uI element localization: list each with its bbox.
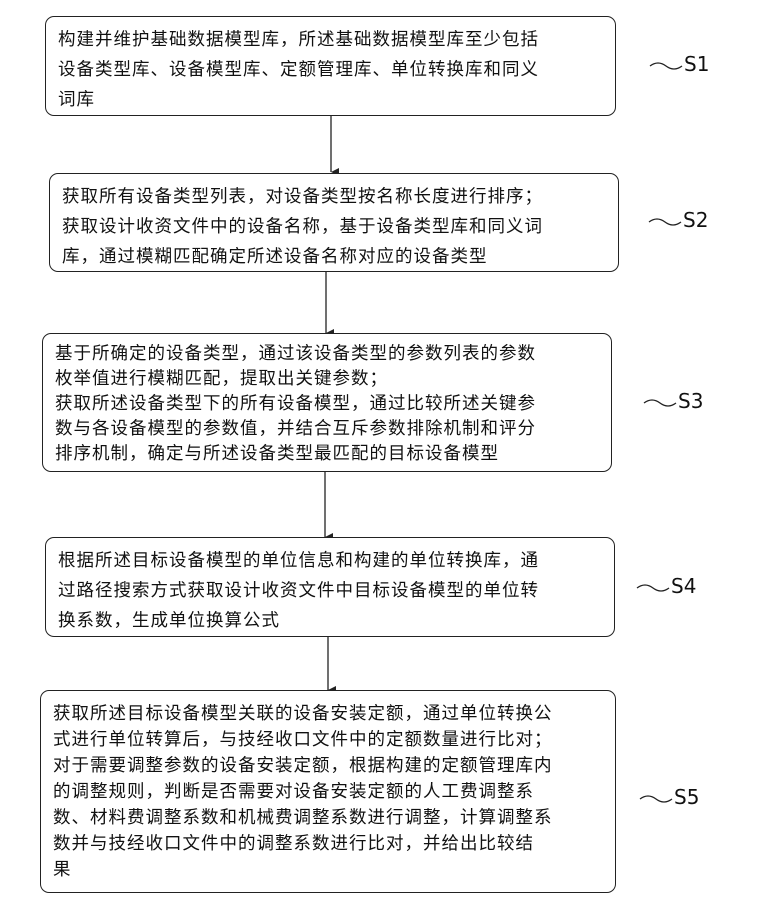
step-s5-line: 对于需要调整参数的设备安装定额，根据构建的定额管理库内	[53, 753, 603, 779]
step-s5-line: 数、材料费调整系数和机械费调整系数进行调整，计算调整系	[53, 805, 603, 831]
step-s5-line: 数并与技经收口文件中的调整系数进行比对，并给出比较结	[53, 831, 603, 857]
step-s3-line: 数与各设备模型的参数值，并结合互斥参数排除机制和评分	[55, 417, 599, 442]
step-s2-line: 获取设计收资文件中的设备名称，基于设备类型库和同义词	[62, 212, 606, 242]
step-label-s1: S1	[684, 52, 709, 76]
step-s1-line: 设备类型库、设备模型库、定额管理库、单位转换库和同义	[58, 55, 603, 85]
step-s5-line: 果	[53, 857, 603, 883]
step-s4-line: 过路径搜索方式获取设计收资文件中目标设备模型的单位转	[58, 576, 602, 606]
step-box-s5: 获取所述目标设备模型关联的设备安装定额，通过单位转换公 式进行单位转算后，与技经…	[40, 690, 616, 893]
step-label-s4: S4	[671, 574, 696, 598]
step-label-s2: S2	[683, 208, 708, 232]
step-box-s3: 基于所确定的设备类型，通过该设备类型的参数列表的参数 枚举值进行模糊匹配，提取出…	[42, 333, 612, 472]
step-box-s1: 构建并维护基础数据模型库，所述基础数据模型库至少包括 设备类型库、设备模型库、定…	[45, 16, 616, 116]
step-s5-line: 获取所述目标设备模型关联的设备安装定额，通过单位转换公	[53, 701, 603, 727]
step-s2-line: 库，通过模糊匹配确定所述设备名称对应的设备类型	[62, 242, 606, 272]
leader-s4	[637, 585, 669, 591]
step-box-s2: 获取所有设备类型列表，对设备类型按名称长度进行排序； 获取设计收资文件中的设备名…	[49, 173, 619, 272]
step-label-s5: S5	[674, 785, 699, 809]
step-label-s3: S3	[678, 389, 703, 413]
leader-s1	[650, 63, 682, 69]
step-s1-line: 词库	[58, 85, 603, 115]
leader-s5	[640, 796, 672, 802]
step-s3-line: 排序机制，确定与所述设备类型最匹配的目标设备模型	[55, 442, 599, 467]
step-s3-line: 基于所确定的设备类型，通过该设备类型的参数列表的参数	[55, 342, 599, 367]
step-box-s4: 根据所述目标设备模型的单位信息和构建的单位转换库，通 过路径搜索方式获取设计收资…	[45, 537, 615, 637]
step-s5-line: 式进行单位转算后，与技经收口文件中的定额数量进行比对；	[53, 727, 603, 753]
step-s3-line: 枚举值进行模糊匹配，提取出关键参数；	[55, 367, 599, 392]
leader-s2	[649, 219, 681, 225]
leader-s3	[644, 400, 676, 406]
step-s5-line: 的调整规则，判断是否需要对设备安装定额的人工费调整系	[53, 779, 603, 805]
step-s1-line: 构建并维护基础数据模型库，所述基础数据模型库至少包括	[58, 25, 603, 55]
step-s4-line: 根据所述目标设备模型的单位信息和构建的单位转换库，通	[58, 546, 602, 576]
step-s3-line: 获取所述设备类型下的所有设备模型，通过比较所述关键参	[55, 392, 599, 417]
step-s4-line: 换系数，生成单位换算公式	[58, 606, 602, 636]
step-s2-line: 获取所有设备类型列表，对设备类型按名称长度进行排序；	[62, 182, 606, 212]
